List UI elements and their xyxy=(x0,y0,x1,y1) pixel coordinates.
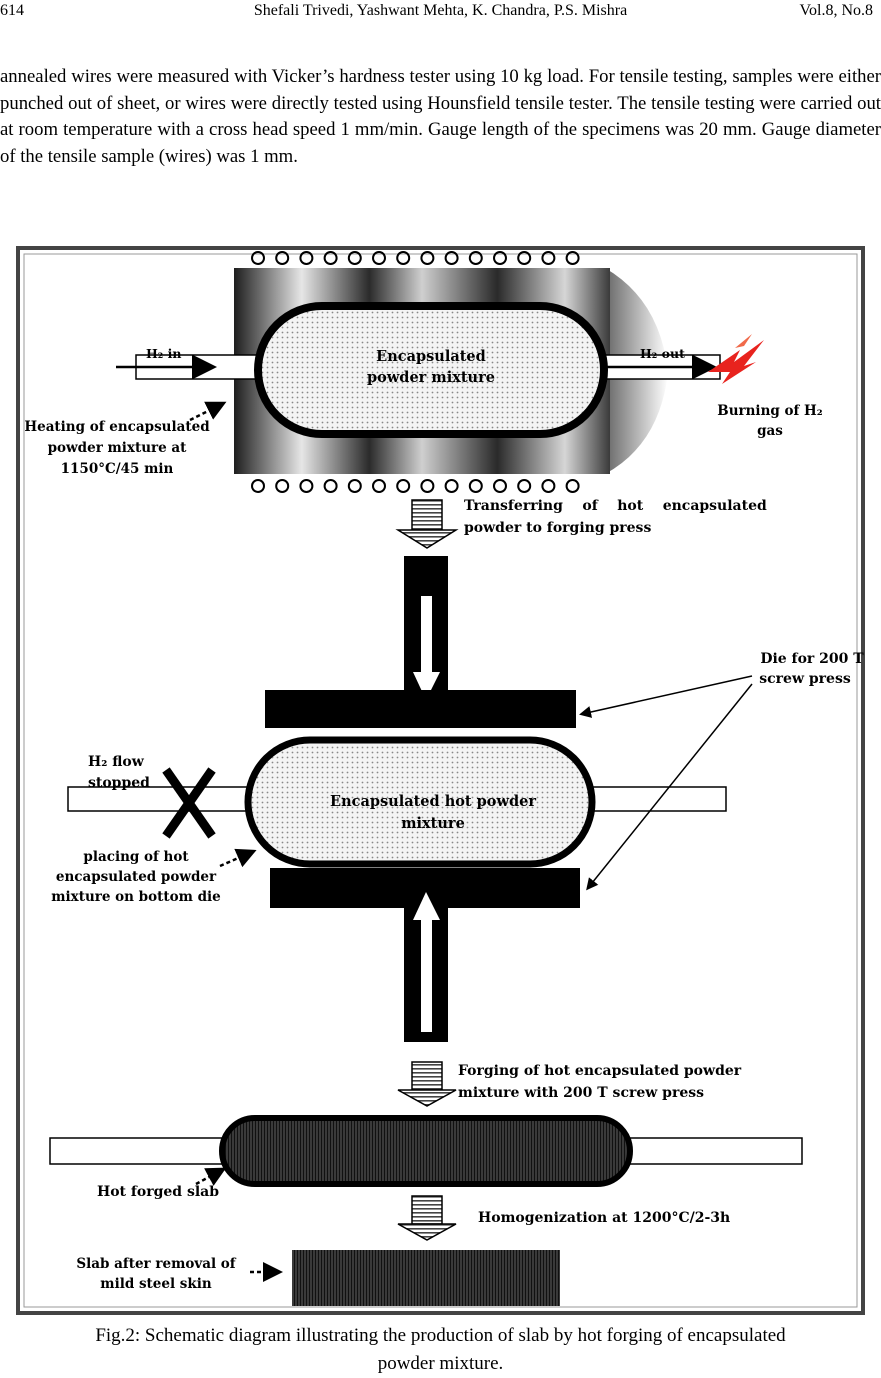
heater-coil xyxy=(420,251,435,265)
label-burning-2: gas xyxy=(757,423,783,439)
heater-coil xyxy=(396,479,411,493)
label-h2-out: H₂ out xyxy=(640,346,685,361)
heater-coil xyxy=(396,251,411,265)
label-forging-2: mixture with 200 T screw press xyxy=(458,1085,704,1101)
forging-arrow xyxy=(397,1061,457,1107)
heater-coil xyxy=(493,251,507,265)
heater-coil xyxy=(372,251,386,265)
heater-coil xyxy=(251,251,265,265)
heater-coil xyxy=(517,479,532,493)
process-schematic-figure: H₂ in H₂ out Encapsulated powder mixture… xyxy=(16,246,865,1315)
heater-coil xyxy=(444,479,459,493)
caption-line-1: Fig.2: Schematic diagram illustrating th… xyxy=(95,1325,786,1346)
label-encapsulated-1: Encapsulated xyxy=(376,348,486,365)
label-burning-1: Burning of H₂ xyxy=(717,403,823,419)
heater-coil xyxy=(541,251,556,265)
label-placing-2: encapsulated powder xyxy=(56,869,217,885)
hot-forged-slab xyxy=(219,1115,633,1187)
heater-coil xyxy=(323,251,338,265)
heater-coil xyxy=(444,251,459,265)
label-encapsulated-2: powder mixture xyxy=(367,369,495,386)
label-heating-2: powder mixture at xyxy=(48,440,188,456)
heater-coil xyxy=(565,479,580,493)
heater-coil xyxy=(493,479,507,493)
flame-icon xyxy=(708,334,764,384)
label-homogenization: Homogenization at 1200°C/2-3h xyxy=(478,1210,730,1226)
heater-coil xyxy=(517,251,532,265)
label-die-2: screw press xyxy=(759,671,851,687)
label-h2-in: H₂ in xyxy=(146,346,181,361)
heater-coil xyxy=(275,251,290,265)
heater-coil xyxy=(347,251,362,265)
furnace xyxy=(135,268,721,474)
label-heating-3: 1150°C/45 min xyxy=(61,461,174,477)
hot-powder-capsule xyxy=(244,736,596,868)
label-placing-3: mixture on bottom die xyxy=(51,889,221,905)
homogenization-arrow xyxy=(397,1195,457,1241)
label-forging-1: Forging of hot encapsulated powder xyxy=(458,1063,742,1079)
figure-caption: Fig.2: Schematic diagram illustrating th… xyxy=(0,1322,881,1378)
label-h2-flow-1: H₂ flow xyxy=(88,754,145,770)
heater-coil xyxy=(347,479,362,493)
flow-stopped-cross-icon xyxy=(162,767,216,839)
heater-coil xyxy=(420,479,435,493)
label-hot-powder-1: Encapsulated hot powder xyxy=(330,793,536,810)
page-number: 614 xyxy=(0,2,24,19)
heater-coil xyxy=(299,251,314,265)
heater-coils-top xyxy=(251,251,580,265)
label-heating-1: Heating of encapsulated xyxy=(24,419,210,435)
label-die-1: Die for 200 T xyxy=(760,651,864,667)
running-header-volume: Vol.8, No.8 xyxy=(799,2,874,19)
top-die xyxy=(265,690,576,728)
heater-coil xyxy=(468,479,483,493)
transfer-arrow xyxy=(395,499,459,549)
heater-coil xyxy=(275,479,290,493)
label-hot-powder-2: mixture xyxy=(401,815,465,832)
heater-coil xyxy=(251,479,265,493)
final-slab xyxy=(292,1250,560,1306)
label-after-2: mild steel skin xyxy=(100,1276,212,1292)
label-h2-flow-2: stopped xyxy=(88,775,150,791)
heater-coil xyxy=(299,479,314,493)
heater-coils-bottom xyxy=(251,479,580,493)
heater-coil xyxy=(541,479,556,493)
label-after-1: Slab after removal of xyxy=(76,1256,236,1272)
label-transfer-1: Transferring of hot encapsulated xyxy=(464,498,767,514)
caption-line-2: powder mixture. xyxy=(377,1353,504,1374)
encapsulated-capsule xyxy=(254,302,608,438)
heater-coil xyxy=(468,251,483,265)
body-paragraph: annealed wires were measured with Vicker… xyxy=(0,66,881,167)
label-hot-forged-slab: Hot forged slab xyxy=(97,1184,219,1200)
label-transfer-2: powder to forging press xyxy=(464,520,651,536)
running-header-authors: Shefali Trivedi, Yashwant Mehta, K. Chan… xyxy=(253,2,628,19)
label-placing-1: placing of hot xyxy=(83,849,189,865)
heater-coil xyxy=(372,479,386,493)
heater-coil xyxy=(323,479,338,493)
heater-coil xyxy=(565,251,580,265)
